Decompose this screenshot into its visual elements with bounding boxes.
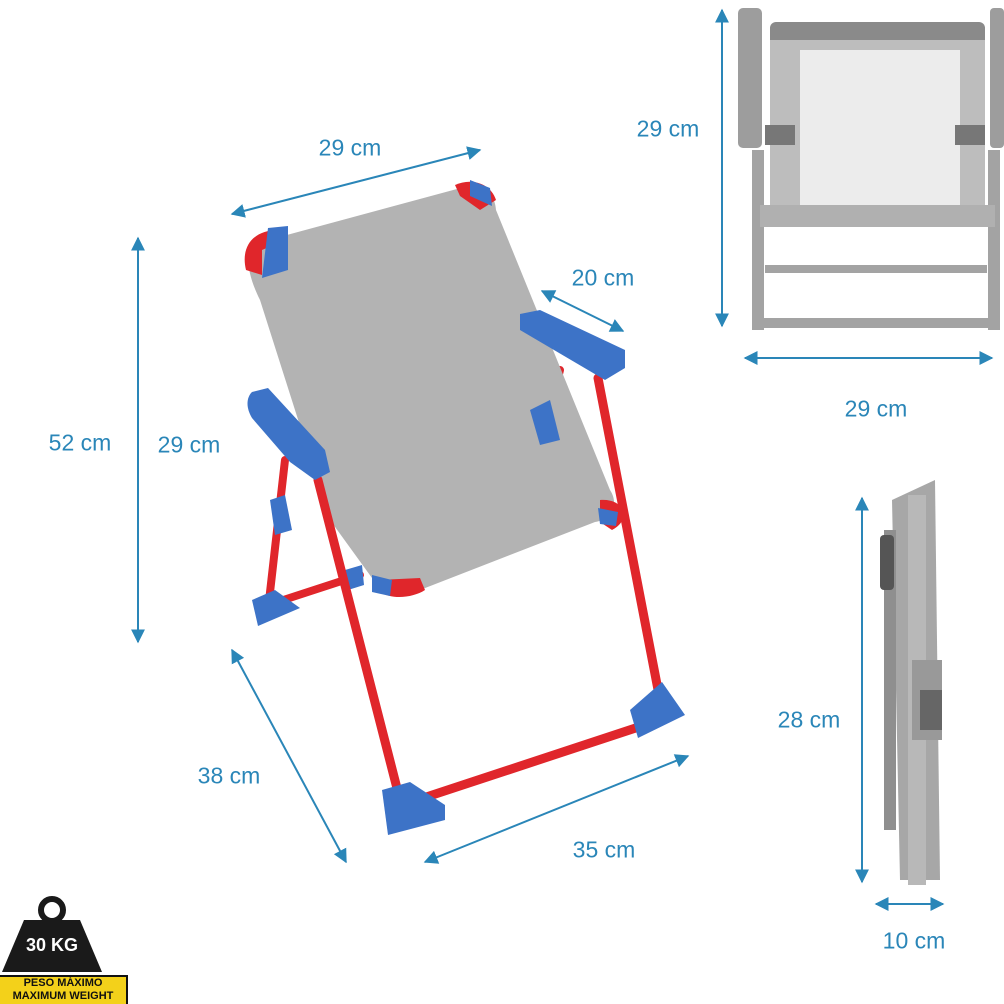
dim-label-side-thickness: 10 cm (882, 927, 946, 954)
max-weight-label-en: MAXIMUM WEIGHT (12, 990, 114, 1002)
dimension-lines (131, 8, 994, 911)
chair-main (244, 180, 685, 835)
dim-label-armrest: 20 cm (571, 264, 635, 291)
dim-label-backrest-height: 29 cm (157, 431, 221, 458)
dim-label-base-width: 35 cm (572, 836, 636, 863)
front-leg-right (593, 373, 665, 705)
max-weight-label-es: PESO MÁXIMO (23, 977, 103, 989)
dim-label-folded-width: 29 cm (844, 395, 908, 422)
front-crossbar (397, 715, 665, 810)
dim-label-folded-height: 29 cm (636, 115, 700, 142)
dim-label-top-width: 29 cm (318, 134, 382, 161)
chair-folded-front (738, 8, 1004, 330)
max-weight-value: 30 KG (25, 935, 79, 955)
seat-fabric (248, 185, 615, 592)
dim-label-total-height: 52 cm (48, 429, 112, 456)
dim-label-depth: 38 cm (197, 762, 261, 789)
weight-icon (2, 896, 102, 972)
max-weight-label: PESO MÁXIMO MAXIMUM WEIGHT (0, 975, 128, 1004)
front-foot-right (630, 682, 685, 738)
rear-foot-left (252, 590, 300, 626)
dim-label-side-height: 28 cm (777, 706, 841, 733)
chair-folded-side (880, 480, 942, 885)
front-leg-left (313, 475, 405, 805)
rear-foot-right (345, 565, 364, 590)
armrest-left (247, 388, 330, 480)
